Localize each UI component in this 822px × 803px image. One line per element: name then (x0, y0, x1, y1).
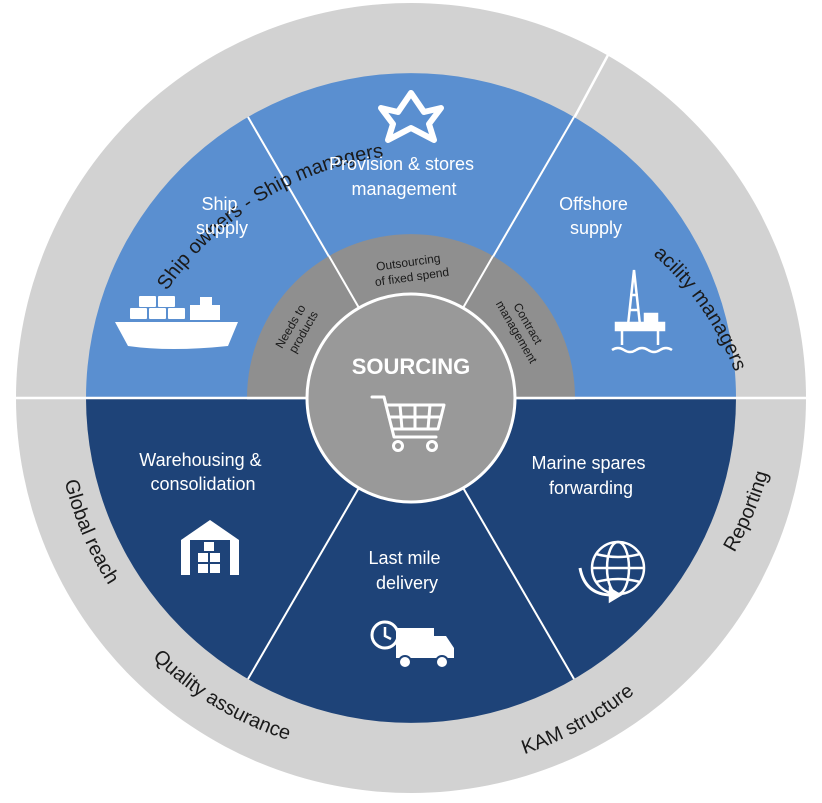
container-ship-icon (115, 296, 238, 349)
label-marine-spares: Marine spares forwarding (531, 453, 650, 498)
warehouse-icon (181, 520, 239, 575)
center-title: SOURCING (352, 354, 471, 379)
label-contract-management: Contract management (493, 291, 553, 366)
label-ship-supply: Ship supply (196, 194, 248, 238)
label-provision: Provision & stores management (329, 154, 479, 199)
center-circle (305, 292, 517, 504)
label-last-mile: Last mile delivery (368, 548, 445, 593)
label-warehousing: Warehousing & consolidation (139, 450, 266, 494)
oil-rig-icon (611, 269, 673, 354)
star-logo-icon (378, 90, 444, 143)
delivery-truck-icon (370, 620, 454, 669)
globe-icon (578, 540, 646, 604)
segment-lower (86, 398, 736, 723)
outer-divider-top-right (571, 54, 610, 121)
label-offshore: Offshore supply (559, 194, 633, 238)
shopping-cart-icon (370, 395, 446, 452)
